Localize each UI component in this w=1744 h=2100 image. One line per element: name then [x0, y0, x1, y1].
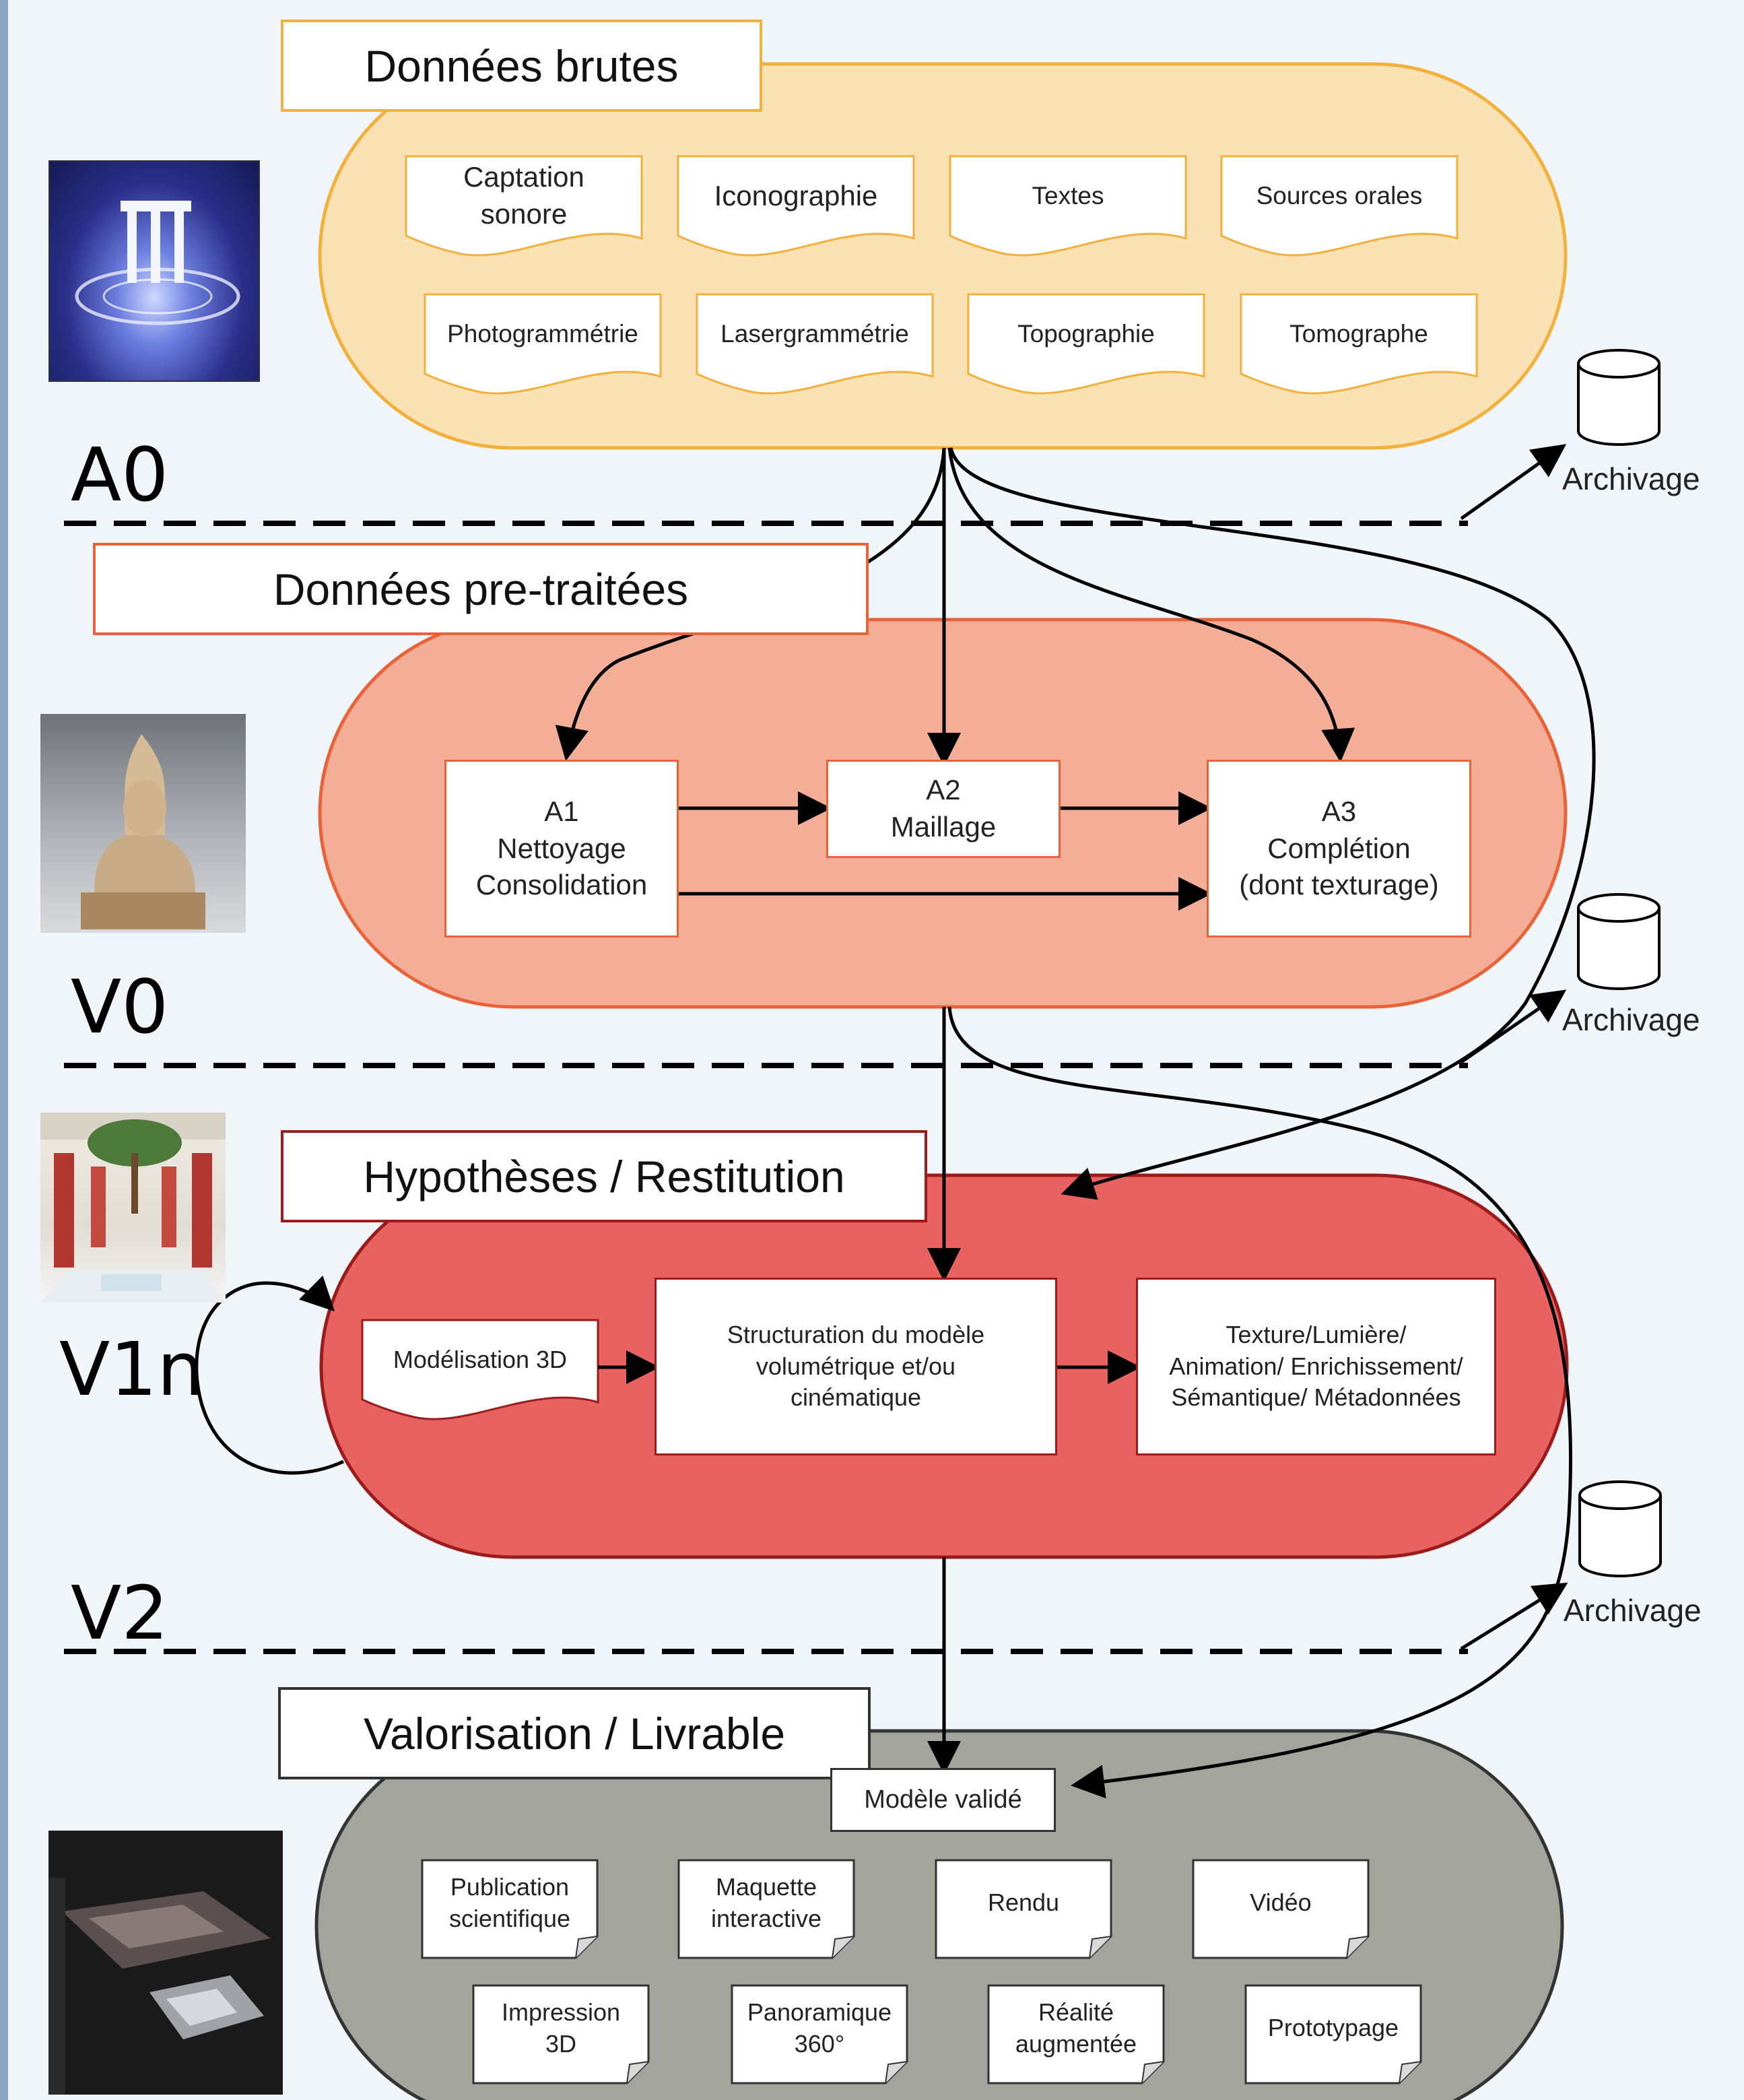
deliverable-doc-impression-3d: [472, 1984, 650, 2085]
arrow-pre-to-modele-valide: [947, 1006, 1572, 1799]
deliverable-doc-realite-augmentee-fold: [1141, 2061, 1164, 2084]
deliverable-doc-impression-3d-fold: [626, 2061, 649, 2084]
structuration-box: Structuration du modèle volumétrique et/…: [655, 1278, 1057, 1455]
preprocessed-data-title: Données pre-traitées: [93, 543, 869, 635]
sculpture-bust-image: [40, 714, 246, 933]
flow-arrows: [195, 444, 1596, 1799]
deliverable-doc-publication-scientifique-fold: [575, 1936, 598, 1959]
deliverable-doc-rendu-fold: [1089, 1936, 1112, 1959]
a1-label: A1 Nettoyage Consolidation: [475, 795, 648, 901]
modele-valide-box: Modèle validé: [830, 1768, 1056, 1832]
texture-enrichissement-box: Texture/Lumière/ Animation/ Enrichisseme…: [1136, 1278, 1496, 1455]
deliverable-doc-realite-augmentee: [987, 1984, 1165, 2085]
database-cylinder-icon: [1577, 893, 1661, 990]
deliverable-doc-publication-scientifique: [421, 1859, 599, 1959]
a3-label: A3 Complétion (dont texturage): [1239, 795, 1439, 901]
valorisation-livrable-title: Valorisation / Livrable: [278, 1687, 871, 1779]
archive-label-v0: Archivage: [1562, 1002, 1700, 1037]
raw-doc-textes: [949, 155, 1187, 257]
interactive-model-image: [48, 1831, 283, 2095]
deliverable-doc-video: [1192, 1859, 1370, 1959]
deliverable-doc-maquette-interactive: [677, 1859, 855, 1959]
raw-doc-photogrammetrie: [424, 293, 662, 395]
arrow-raw-to-a3: [947, 447, 1355, 762]
raw-data-title: Données brutes: [281, 20, 762, 112]
level-label-a0: A0: [71, 432, 169, 518]
level-separators: [64, 521, 1468, 1654]
deliverable-doc-prototypage: [1244, 1984, 1422, 2085]
a2-maillage-box: A2 Maillage: [826, 760, 1061, 858]
raw-doc-topographie: [967, 293, 1205, 395]
deliverable-doc-panoramique-360: [731, 1984, 908, 2085]
database-cylinder-icon: [1578, 1480, 1662, 1577]
texture-label: Texture/Lumière/ Animation/ Enrichisseme…: [1169, 1320, 1463, 1412]
level-label-v1n: V1n: [59, 1326, 204, 1412]
hypotheses-restitution-title: Hypothèses / Restitution: [281, 1130, 927, 1222]
raw-doc-iconographie: [677, 155, 915, 257]
database-cylinder-icon: [1577, 349, 1661, 446]
raw-doc-sources-orales: [1220, 155, 1458, 257]
level-label-v2: V2: [71, 1570, 169, 1656]
roman-atrium-image: [40, 1113, 226, 1303]
arrow-archive-v0: [1460, 989, 1567, 1064]
left-border-bar: [0, 0, 8, 2100]
archive-label-a0: Archivage: [1562, 461, 1700, 496]
deliverable-doc-video-fold: [1346, 1936, 1369, 1959]
raw-doc-captation-sonore: [405, 155, 643, 257]
level-label-v0: V0: [71, 964, 169, 1050]
modele-valide-label: Modèle validé: [864, 1785, 1022, 1814]
deliverable-doc-prototypage-fold: [1399, 2061, 1421, 2084]
arrow-archive-a0: [1460, 444, 1567, 521]
raw-doc-lasergrammetrie: [696, 293, 934, 395]
arrow-archive-v2: [1460, 1582, 1568, 1651]
a2-label: A2 Maillage: [890, 774, 997, 843]
modelisation-3d-doc: [361, 1319, 599, 1420]
deliverable-doc-maquette-interactive-fold: [832, 1936, 854, 1959]
a1-nettoyage-consolidation-box: A1 Nettoyage Consolidation: [444, 760, 679, 938]
deliverable-doc-rendu: [935, 1859, 1112, 1959]
raw-doc-tomographe: [1240, 293, 1478, 395]
structuration-label: Structuration du modèle volumétrique et/…: [727, 1320, 985, 1412]
archive-label-v2: Archivage: [1564, 1593, 1702, 1628]
deliverable-doc-panoramique-360-fold: [885, 2061, 908, 2084]
temple-point-cloud-image: [48, 160, 260, 382]
a3-completion-box: A3 Complétion (dont texturage): [1207, 760, 1471, 938]
arrow-raw-to-hypotheses: [949, 447, 1596, 1200]
arrow-v1n-iteration-loop: [195, 1276, 345, 1475]
